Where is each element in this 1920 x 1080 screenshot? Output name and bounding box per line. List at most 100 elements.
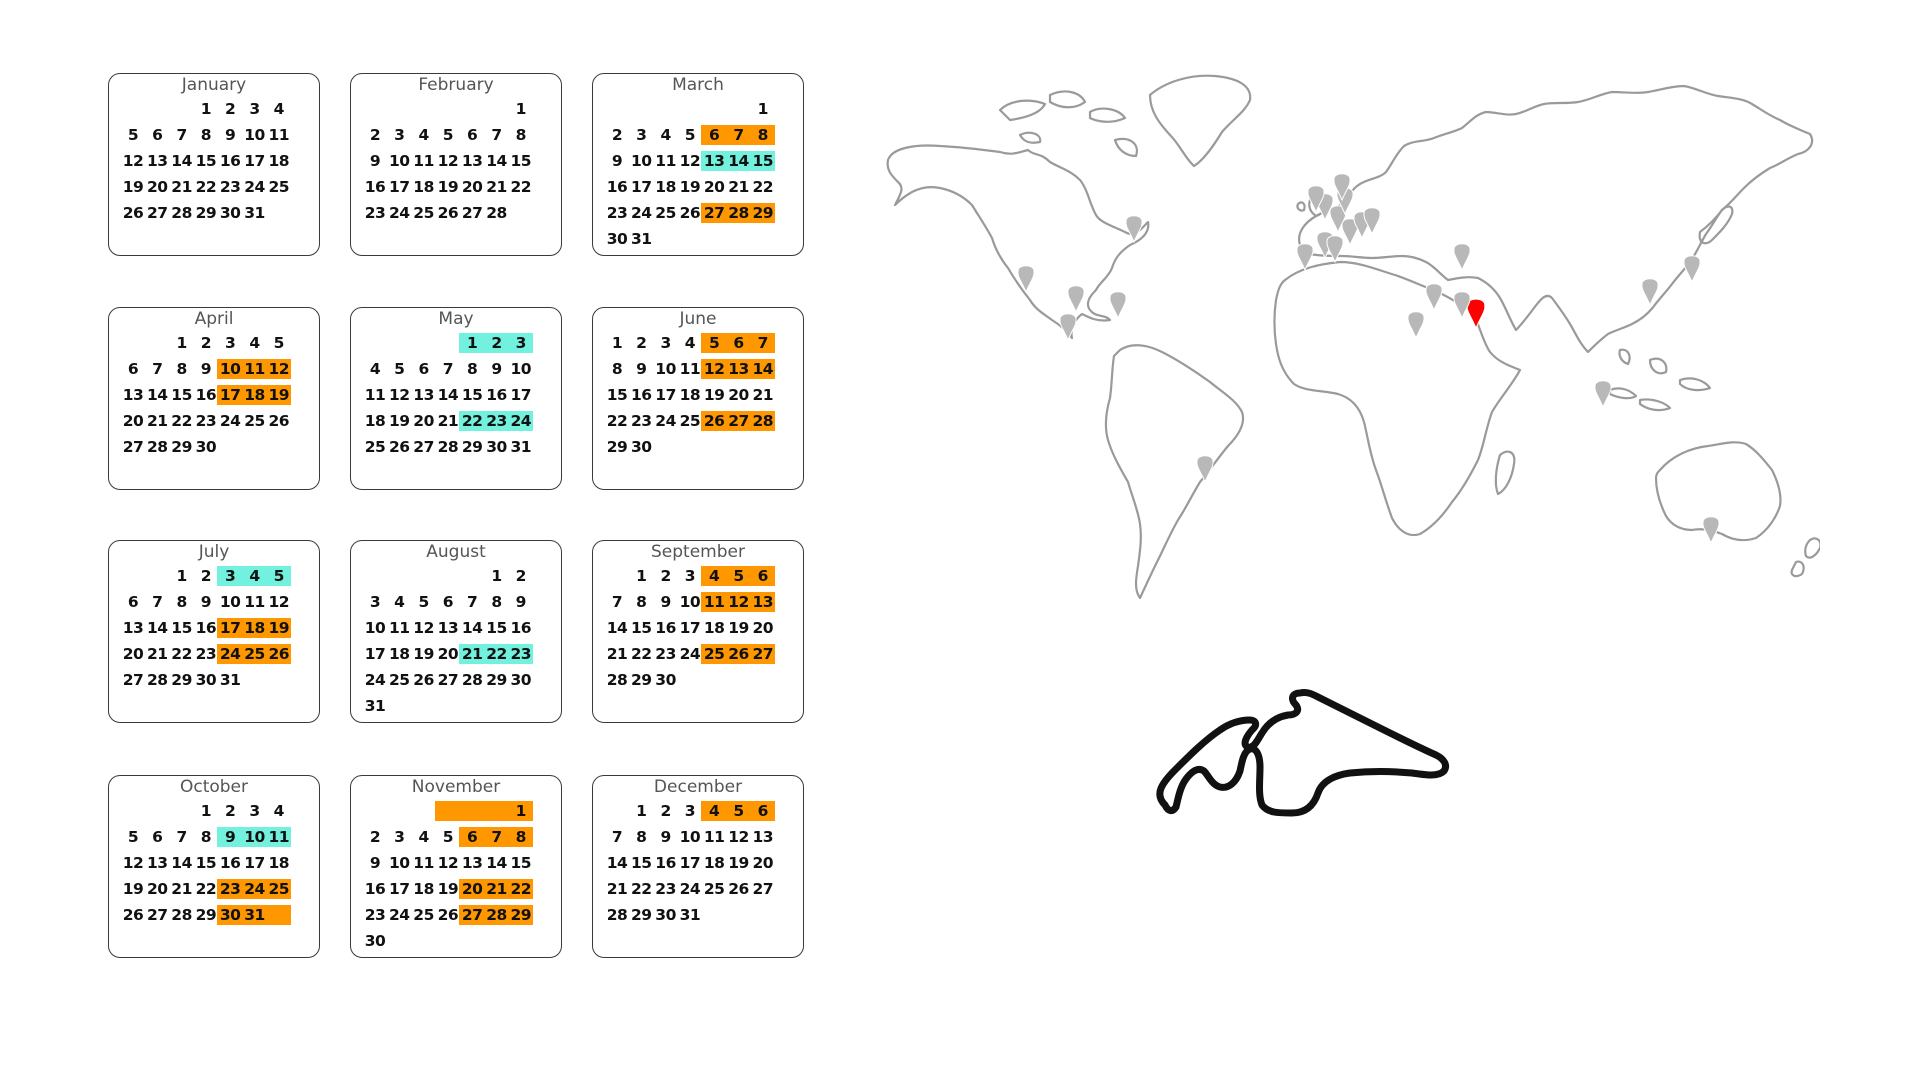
calendar-day[interactable]: 27 — [703, 204, 725, 222]
calendar-day[interactable]: 2 — [611, 126, 623, 144]
calendar-day[interactable]: 2 — [225, 100, 236, 118]
calendar-day[interactable]: 31 — [244, 906, 265, 924]
calendar-day[interactable]: 15 — [195, 152, 217, 170]
calendar-day[interactable]: 30 — [195, 438, 217, 456]
calendar-day[interactable]: 31 — [364, 697, 386, 715]
calendar-day[interactable]: 7 — [442, 360, 454, 378]
calendar-day[interactable]: 19 — [728, 854, 749, 872]
calendar-day[interactable]: 7 — [467, 593, 478, 611]
calendar-day[interactable]: 14 — [486, 152, 507, 170]
calendar-day[interactable]: 7 — [757, 334, 769, 352]
calendar-day[interactable]: 29 — [171, 438, 192, 456]
calendar-day[interactable]: 7 — [491, 126, 502, 144]
calendar-day[interactable]: 18 — [244, 386, 265, 404]
calendar-day[interactable]: 8 — [636, 593, 647, 611]
calendar-day[interactable]: 25 — [268, 880, 290, 898]
calendar-day[interactable]: 13 — [147, 152, 168, 170]
calendar-day[interactable]: 20 — [413, 412, 434, 430]
calendar-day[interactable]: 3 — [225, 334, 236, 352]
calendar-day[interactable]: 27 — [122, 671, 144, 689]
calendar-day[interactable]: 19 — [268, 619, 290, 637]
calendar-day[interactable]: 12 — [437, 854, 459, 872]
calendar-day[interactable]: 26 — [437, 906, 459, 924]
calendar-day[interactable]: 17 — [389, 880, 410, 898]
calendar-day[interactable]: 20 — [461, 178, 483, 196]
calendar-day[interactable]: 16 — [486, 386, 507, 404]
calendar-day[interactable]: 3 — [684, 567, 696, 585]
calendar-day[interactable]: 2 — [369, 828, 381, 846]
calendar-day[interactable]: 18 — [364, 412, 386, 430]
calendar-day[interactable]: 22 — [486, 645, 507, 663]
calendar-day[interactable]: 29 — [631, 906, 652, 924]
calendar-day[interactable]: 13 — [122, 619, 144, 637]
calendar-day[interactable]: 11 — [655, 152, 676, 170]
calendar-day[interactable]: 12 — [268, 593, 290, 611]
calendar-day[interactable]: 16 — [364, 178, 386, 196]
calendar-day[interactable]: 7 — [152, 360, 163, 378]
calendar-day[interactable]: 23 — [219, 880, 241, 898]
calendar-day[interactable]: 23 — [655, 880, 676, 898]
calendar-day[interactable]: 19 — [122, 880, 144, 898]
calendar-day[interactable]: 28 — [171, 906, 192, 924]
calendar-day[interactable]: 3 — [660, 334, 671, 352]
calendar-day[interactable]: 26 — [728, 880, 749, 898]
calendar-day[interactable]: 16 — [219, 854, 241, 872]
map-marker-italy[interactable] — [1326, 235, 1344, 264]
calendar-day[interactable]: 18 — [413, 178, 434, 196]
calendar-day[interactable]: 3 — [249, 802, 260, 820]
calendar-day[interactable]: 13 — [122, 386, 144, 404]
map-marker-canada[interactable] — [1125, 215, 1143, 244]
calendar-day[interactable]: 22 — [510, 880, 532, 898]
calendar-day[interactable]: 9 — [369, 854, 381, 872]
calendar-day[interactable]: 10 — [244, 126, 265, 144]
calendar-day[interactable]: 22 — [171, 645, 192, 663]
calendar-day[interactable]: 3 — [684, 802, 696, 820]
calendar-day[interactable]: 25 — [679, 412, 701, 430]
calendar-day[interactable]: 7 — [491, 828, 502, 846]
calendar-day[interactable]: 20 — [147, 178, 168, 196]
calendar-day[interactable]: 11 — [389, 619, 410, 637]
calendar-day[interactable]: 30 — [195, 671, 217, 689]
calendar-day[interactable]: 5 — [273, 334, 285, 352]
calendar-day[interactable]: 2 — [369, 126, 381, 144]
calendar-day[interactable]: 10 — [244, 828, 265, 846]
calendar-day[interactable]: 28 — [147, 671, 168, 689]
calendar-day[interactable]: 28 — [606, 906, 628, 924]
calendar-day[interactable]: 24 — [510, 412, 532, 430]
calendar-day[interactable]: 8 — [515, 126, 527, 144]
calendar-day[interactable]: 7 — [733, 126, 744, 144]
calendar-day[interactable]: 9 — [369, 152, 381, 170]
calendar-day[interactable]: 25 — [703, 880, 725, 898]
calendar-day[interactable]: 21 — [486, 880, 507, 898]
calendar-day[interactable]: 9 — [225, 828, 236, 846]
calendar-day[interactable]: 23 — [631, 412, 652, 430]
calendar-day[interactable]: 5 — [442, 126, 454, 144]
map-marker-sweden[interactable] — [1333, 173, 1351, 202]
calendar-day[interactable]: 27 — [728, 412, 749, 430]
calendar-day[interactable]: 12 — [437, 152, 459, 170]
calendar-day[interactable]: 8 — [757, 126, 769, 144]
calendar-day[interactable]: 10 — [219, 593, 241, 611]
map-marker-china[interactable] — [1641, 278, 1659, 307]
calendar-day[interactable]: 19 — [437, 880, 459, 898]
calendar-day[interactable]: 14 — [606, 619, 628, 637]
calendar-day[interactable]: 28 — [728, 204, 749, 222]
calendar-day[interactable]: 14 — [606, 854, 628, 872]
calendar-day[interactable]: 18 — [703, 619, 725, 637]
map-marker-mexico[interactable] — [1059, 313, 1077, 342]
map-marker-abu-dhabi[interactable] — [1466, 298, 1486, 330]
calendar-day[interactable]: 17 — [679, 619, 701, 637]
calendar-day[interactable]: 11 — [244, 360, 265, 378]
calendar-day[interactable]: 16 — [195, 386, 217, 404]
calendar-day[interactable]: 29 — [461, 438, 483, 456]
calendar-day[interactable]: 27 — [752, 880, 774, 898]
calendar-day[interactable]: 2 — [491, 334, 502, 352]
calendar-day[interactable]: 18 — [244, 619, 265, 637]
calendar-day[interactable]: 21 — [752, 386, 774, 404]
calendar-day[interactable]: 25 — [389, 671, 410, 689]
calendar-day[interactable]: 20 — [752, 854, 774, 872]
calendar-day[interactable]: 30 — [364, 932, 386, 950]
calendar-day[interactable]: 24 — [244, 178, 265, 196]
calendar-day[interactable]: 30 — [219, 906, 241, 924]
calendar-day[interactable]: 16 — [655, 854, 676, 872]
